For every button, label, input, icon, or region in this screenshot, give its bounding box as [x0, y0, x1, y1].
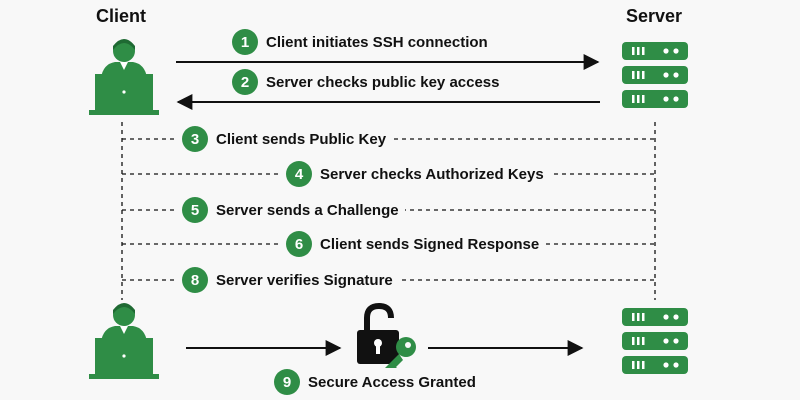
client-user-laptop-icon-bottom — [89, 303, 159, 379]
step-2-label: 2 Server checks public key access — [226, 68, 506, 96]
step-8-label: 8 Server verifies Signature — [176, 266, 399, 294]
server-label: Server — [626, 6, 683, 26]
step-8-text: Server verifies Signature — [216, 271, 393, 289]
step-4-label: 4 Server checks Authorized Keys — [280, 160, 550, 188]
client-label: Client — [96, 6, 147, 26]
step-3-text: Client sends Public Key — [216, 130, 387, 148]
step-6-number-badge: 6 — [286, 231, 312, 257]
step-4-text: Server checks Authorized Keys — [320, 165, 544, 183]
step-3-label: 3 Client sends Public Key — [176, 125, 393, 153]
step-5-text: Server sends a Challenge — [216, 201, 399, 219]
step-6-text: Client sends Signed Response — [320, 235, 540, 253]
step-8-number-badge: 8 — [182, 267, 208, 293]
client-user-laptop-icon — [89, 39, 159, 115]
server-rack-icon — [622, 42, 688, 108]
step-1-number-badge: 1 — [232, 29, 258, 55]
step-2-number-badge: 2 — [232, 69, 258, 95]
lock-key-icon — [357, 302, 416, 373]
step-5-label: 5 Server sends a Challenge — [176, 196, 405, 224]
step-1-text: Client initiates SSH connection — [266, 33, 488, 51]
step-3-number-badge: 3 — [182, 126, 208, 152]
result-number-badge: 9 — [274, 369, 300, 395]
step-2-text: Server checks public key access — [266, 73, 500, 91]
step-4-number-badge: 4 — [286, 161, 312, 187]
step-5-number-badge: 5 — [182, 197, 208, 223]
server-rack-icon-bottom — [622, 308, 688, 374]
step-6-label: 6 Client sends Signed Response — [280, 230, 546, 258]
result-label: 9 Secure Access Granted — [268, 368, 482, 396]
step-1-label: 1 Client initiates SSH connection — [226, 28, 494, 56]
result-text: Secure Access Granted — [308, 373, 476, 391]
